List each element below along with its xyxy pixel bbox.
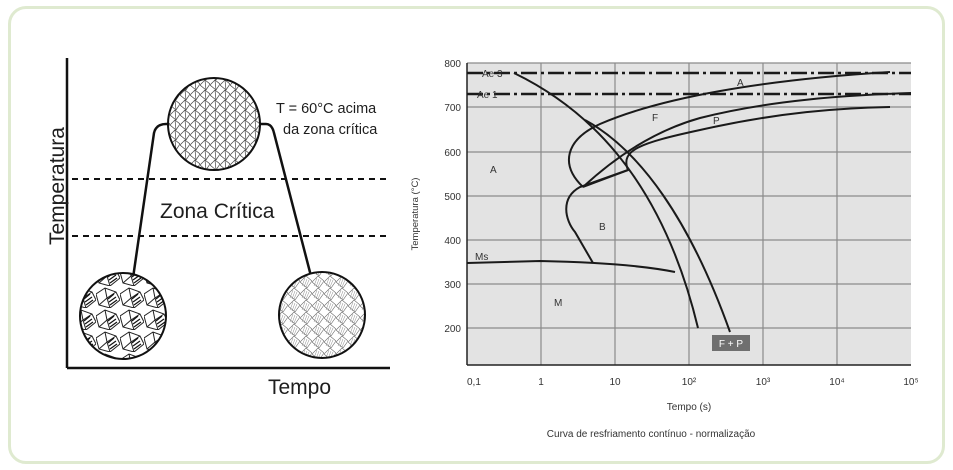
- pearlite-finish-curve: [582, 106, 891, 188]
- x-tick-100000: 10⁵: [903, 377, 918, 388]
- cooling-curve-2: [584, 119, 731, 333]
- ms-line: [467, 259, 676, 273]
- y-tick-500: 500: [444, 192, 461, 203]
- right-x-axis-label: Tempo (s): [667, 402, 711, 413]
- region-a-left: A: [490, 165, 497, 176]
- x-tick-1: 1: [538, 377, 544, 388]
- left-diagram: Temperatura Tempo Zona Crítica T = 60°C …: [46, 58, 390, 399]
- critical-zone-label: Zona Crítica: [160, 200, 275, 223]
- fp-badge-label: F + P: [719, 339, 744, 350]
- x-tick-10000: 10⁴: [829, 377, 844, 388]
- heating-cooling-path: [131, 122, 314, 281]
- y-tick-600: 600: [444, 148, 461, 159]
- y-tick-700: 700: [444, 103, 461, 114]
- x-tick-10: 10: [609, 377, 621, 388]
- cct-chart: 800 700 600 500 400 300 200 0,1 1 10 10²…: [410, 59, 919, 440]
- region-b: B: [599, 222, 606, 233]
- region-p: P: [713, 116, 720, 127]
- annotation-line1: T = 60°C acima: [276, 101, 377, 117]
- y-tick-400: 400: [444, 236, 461, 247]
- curves: [467, 71, 911, 333]
- cooling-curve-1: [513, 72, 699, 329]
- fp-badge-box: [712, 335, 750, 351]
- austenite-grain-circle: [167, 77, 261, 171]
- annotation-line2: da zona crítica: [283, 122, 378, 138]
- ae3-label: Ae 3: [482, 69, 503, 80]
- ferrite-start-curve: [567, 71, 891, 188]
- ms-label: Ms: [475, 252, 488, 263]
- fine-grain-circle: [278, 271, 366, 359]
- chart-caption: Curva de resfriamento contínuo - normali…: [547, 429, 756, 440]
- left-y-axis-label: Temperatura: [46, 127, 69, 245]
- coarse-grain-circle: [79, 272, 167, 360]
- region-a-top: A: [737, 78, 744, 89]
- bainite-curve: [565, 169, 629, 264]
- y-tick-200: 200: [444, 324, 461, 335]
- grid: [467, 62, 911, 365]
- x-tick-0-1: 0,1: [467, 377, 481, 388]
- y-tick-800: 800: [444, 59, 461, 70]
- x-tick-100: 10²: [682, 377, 697, 388]
- x-tick-1000: 10³: [756, 377, 771, 388]
- region-f: F: [652, 113, 658, 124]
- ferrite-finish-curve: [582, 92, 911, 188]
- ae1-label: Ae 1: [477, 90, 498, 101]
- y-tick-300: 300: [444, 280, 461, 291]
- left-x-axis-label: Tempo: [268, 376, 331, 399]
- right-y-axis-label: Temperatura (°C): [410, 178, 421, 251]
- region-m: M: [554, 298, 562, 309]
